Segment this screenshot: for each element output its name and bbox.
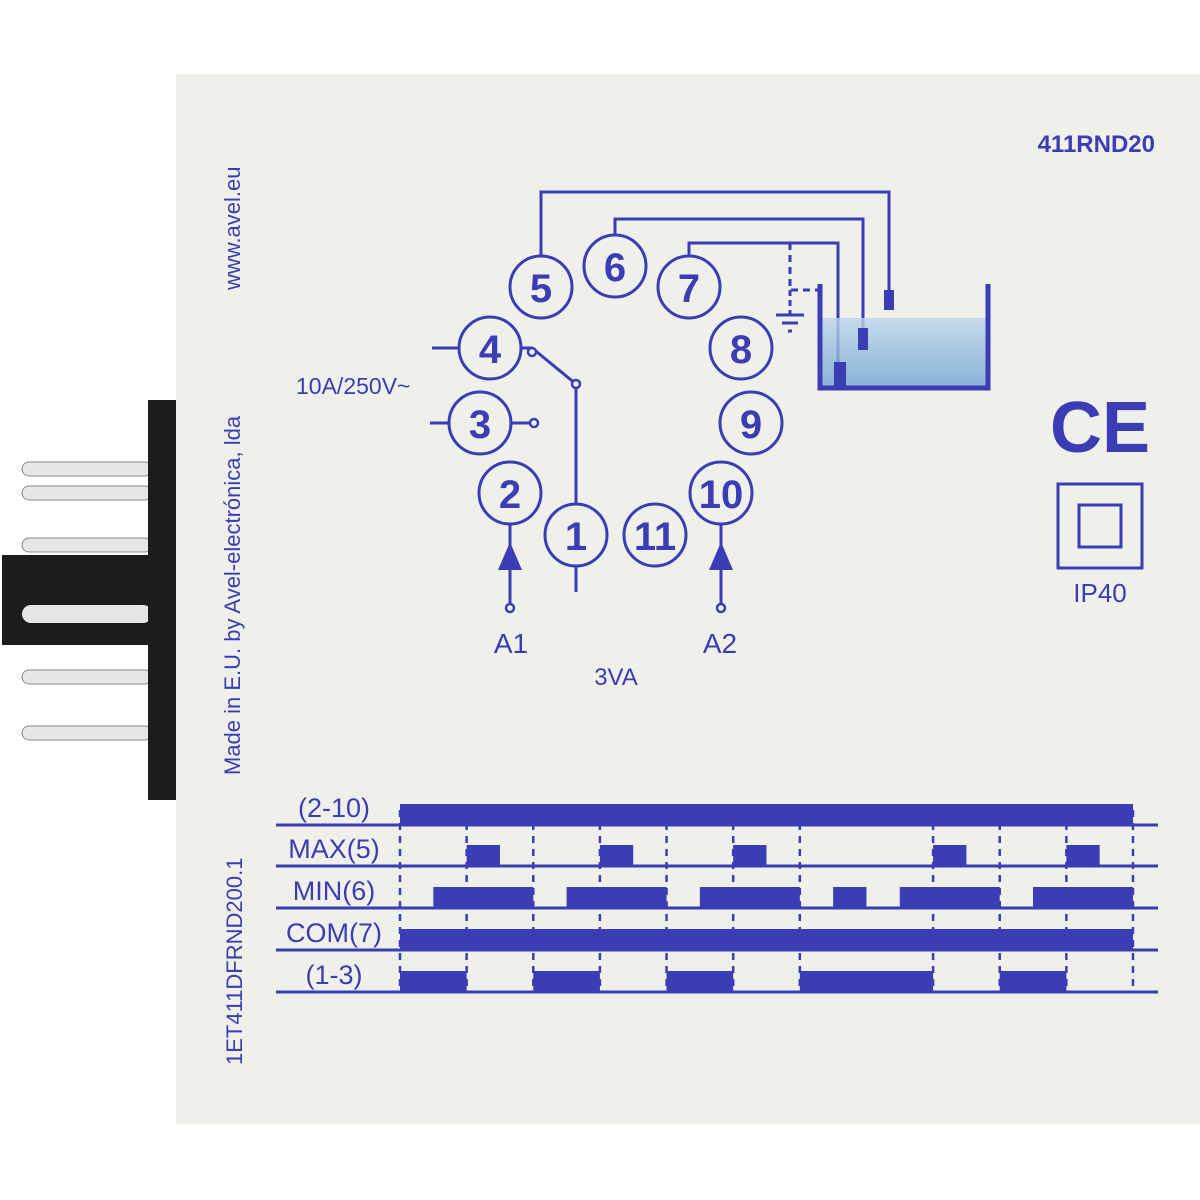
wiring — [430, 190, 891, 605]
signal-label: MIN(6) — [293, 876, 376, 906]
signal-pulse — [899, 887, 1000, 908]
pin-number: 1 — [565, 515, 587, 559]
signal-pulse — [733, 845, 767, 866]
document-code: 1ET411DFRND200.1 — [222, 858, 247, 1065]
arrow-up-icon — [498, 542, 522, 570]
pin-circle — [447, 390, 513, 456]
signal-label: (1-3) — [305, 960, 362, 990]
timing-diagram: (2-10) MAX(5) MIN(6) COM(7) (1-3) — [276, 793, 1158, 994]
arrow-up-icon — [709, 542, 733, 570]
connector-pins — [2, 400, 178, 800]
pin-number: 5 — [530, 267, 552, 311]
a1-terminal — [504, 602, 516, 614]
signal-pulse — [999, 971, 1067, 992]
signal-pulse — [566, 887, 667, 908]
pin-number: 10 — [699, 473, 744, 517]
signal-pulse — [666, 971, 734, 992]
model-number: 411RND20 — [1038, 131, 1155, 158]
pin-circle — [718, 390, 784, 456]
signal-pulse — [400, 804, 1133, 825]
signal-pulse — [933, 845, 967, 866]
pin-circle — [543, 502, 609, 568]
website-text: www.avel.eu — [220, 166, 245, 291]
pin-number: 11 — [634, 515, 676, 559]
signal-label: COM(7) — [286, 918, 382, 948]
signal-pulse — [466, 845, 500, 866]
manufacturer-text: Made in E.U. by Avel-electrónica, lda — [220, 415, 245, 775]
pin-number: 7 — [678, 267, 700, 311]
pin-number: 8 — [730, 328, 752, 372]
signal-pulse — [833, 887, 867, 908]
signal-pulse — [433, 887, 534, 908]
pin-number: 9 — [740, 403, 762, 447]
a2-label: A2 — [703, 628, 737, 659]
pin-circle — [477, 460, 543, 526]
liquid-tank — [817, 284, 991, 391]
pin-circle — [622, 502, 688, 568]
pin-circle — [656, 254, 722, 320]
socket-pins: 123 45 6 78 9 10 11 — [447, 233, 784, 568]
pin-6: 6 — [582, 233, 648, 299]
signal-pulse — [1033, 887, 1133, 908]
pin-5: 5 — [508, 254, 574, 320]
pin-circle — [508, 254, 574, 320]
double-insulation-icon — [1056, 482, 1144, 570]
pin-3: 3 — [447, 390, 513, 456]
pin-8: 8 — [708, 315, 774, 381]
signal-pulse — [400, 929, 1133, 950]
pin-number: 2 — [499, 473, 521, 517]
pin-number: 6 — [604, 246, 626, 290]
pin-number: 4 — [479, 328, 502, 372]
pin-9: 9 — [718, 390, 784, 456]
signal-pulse — [1066, 845, 1100, 866]
a2-terminal — [715, 602, 727, 614]
signal-label: MAX(5) — [288, 834, 380, 864]
ip-rating: IP40 — [1073, 578, 1127, 608]
pin-circle — [688, 460, 754, 526]
pin-11: 11 — [622, 502, 688, 568]
pin-circle — [582, 233, 648, 299]
power-rating: 3VA — [594, 664, 638, 691]
pin-circle — [457, 315, 523, 381]
ce-mark: CE — [1050, 388, 1150, 468]
pin-10: 10 — [688, 460, 754, 526]
a1-label: A1 — [494, 628, 528, 659]
signal-label: (2-10) — [298, 793, 370, 823]
signal-pulse — [599, 845, 634, 866]
signal-pulse — [400, 971, 467, 992]
pin-circle — [708, 315, 774, 381]
signal-pulse — [799, 971, 934, 992]
pin-1: 1 — [543, 502, 609, 568]
pin-7: 7 — [656, 254, 722, 320]
pin-number: 3 — [469, 403, 491, 447]
pin-2: 2 — [477, 460, 543, 526]
signal-pulse — [699, 887, 800, 908]
contact-rating: 10A/250V~ — [296, 373, 410, 399]
signal-pulse — [533, 971, 600, 992]
pin-4: 4 — [457, 315, 523, 381]
